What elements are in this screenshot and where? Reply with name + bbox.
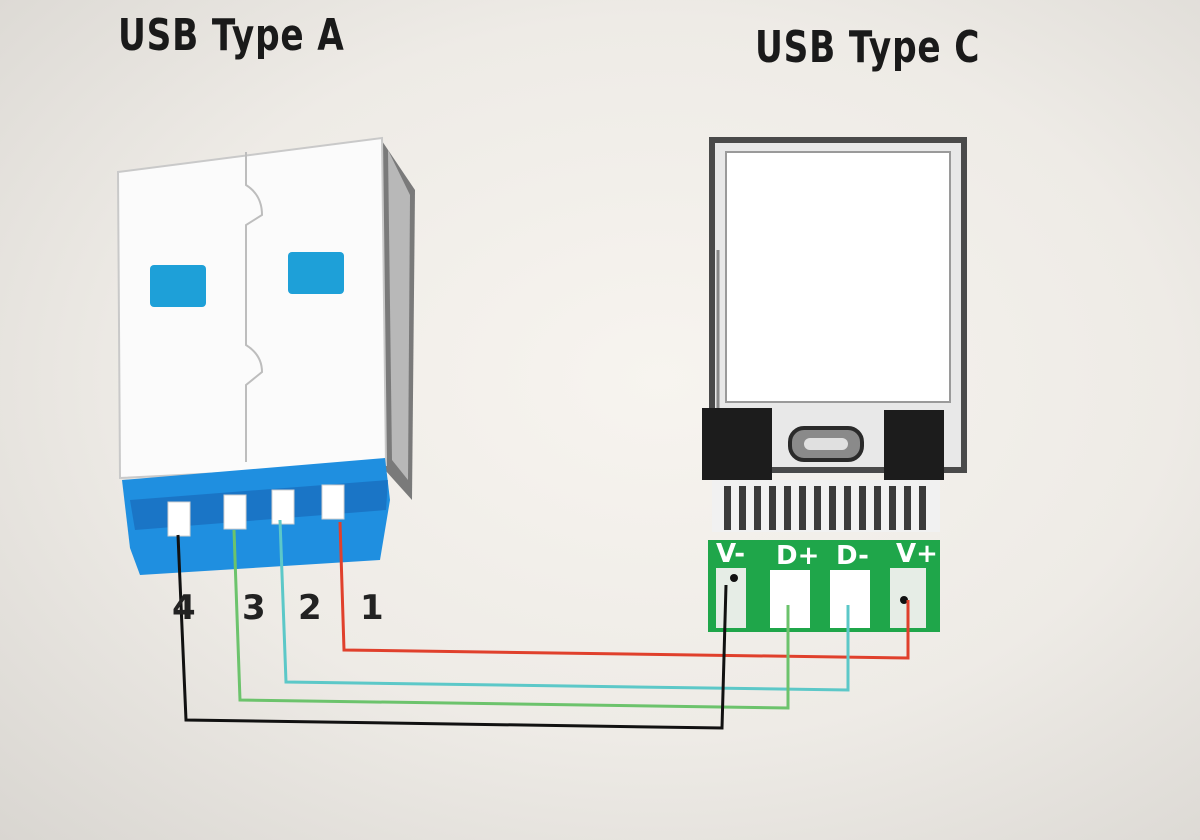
usb-a-shell bbox=[116, 136, 388, 480]
usb-c-pcb-dot-right bbox=[900, 596, 908, 604]
usb-c-pin bbox=[829, 486, 836, 530]
usb-type-c-title: USB Type C bbox=[755, 22, 981, 73]
usb-a-pin-number-1: 1 bbox=[360, 588, 384, 628]
wires bbox=[176, 519, 910, 730]
usb-c-pin bbox=[799, 486, 806, 530]
usb-a-slot-right bbox=[288, 252, 344, 294]
wire-d-plus bbox=[232, 529, 790, 710]
usb-a-pad-3 bbox=[223, 494, 247, 530]
pad-label-v-minus: V- bbox=[716, 539, 745, 569]
usb-a-pin-number-4: 4 bbox=[172, 588, 196, 628]
usb-c-connector: V- D+ D- V+ bbox=[702, 137, 967, 632]
usb-c-pin bbox=[724, 486, 731, 530]
usb-c-block-right bbox=[884, 410, 944, 480]
usb-a-connector bbox=[116, 136, 415, 575]
pad-label-d-plus: D+ bbox=[776, 541, 819, 571]
usb-a-slot-left bbox=[150, 265, 206, 307]
usb-c-pin bbox=[889, 486, 896, 530]
usb-c-pin bbox=[784, 486, 791, 530]
wire-v-plus bbox=[338, 521, 910, 660]
wire-v-minus bbox=[176, 534, 728, 730]
usb-a-pin-number-2: 2 bbox=[298, 588, 322, 628]
usb-a-pin-number-3: 3 bbox=[242, 588, 266, 628]
usb-type-a-title: USB Type A bbox=[118, 10, 345, 61]
usb-c-pin bbox=[739, 486, 746, 530]
pad-label-d-minus: D- bbox=[836, 541, 869, 571]
usb-c-pin bbox=[859, 486, 866, 530]
usb-c-pin bbox=[769, 486, 776, 530]
wire-d-minus bbox=[278, 519, 850, 692]
usb-c-pcb-pad-d-plus bbox=[770, 570, 810, 628]
usb-a-pad-1 bbox=[321, 484, 345, 520]
usb-a-pad-2 bbox=[271, 489, 295, 525]
usb-c-pin bbox=[814, 486, 821, 530]
usb-c-pin-area bbox=[712, 480, 940, 532]
usb-c-receptacle-tongue bbox=[804, 438, 848, 450]
usb-c-pin bbox=[844, 486, 851, 530]
pad-label-v-plus: V+ bbox=[896, 539, 938, 569]
usb-c-pin bbox=[874, 486, 881, 530]
usb-c-pcb-pad-d-minus bbox=[830, 570, 870, 628]
usb-c-pin bbox=[919, 486, 926, 530]
usb-c-pins bbox=[724, 486, 926, 530]
usb-c-shell-face bbox=[725, 151, 951, 403]
usb-c-pin bbox=[754, 486, 761, 530]
usb-a-side-highlight bbox=[388, 150, 410, 480]
usb-c-pin bbox=[904, 486, 911, 530]
usb-a-pad-4 bbox=[167, 501, 191, 537]
usb-a-seam bbox=[245, 152, 264, 462]
usb-c-pcb-dot-left bbox=[730, 574, 738, 582]
usb-c-block-left bbox=[702, 408, 772, 480]
